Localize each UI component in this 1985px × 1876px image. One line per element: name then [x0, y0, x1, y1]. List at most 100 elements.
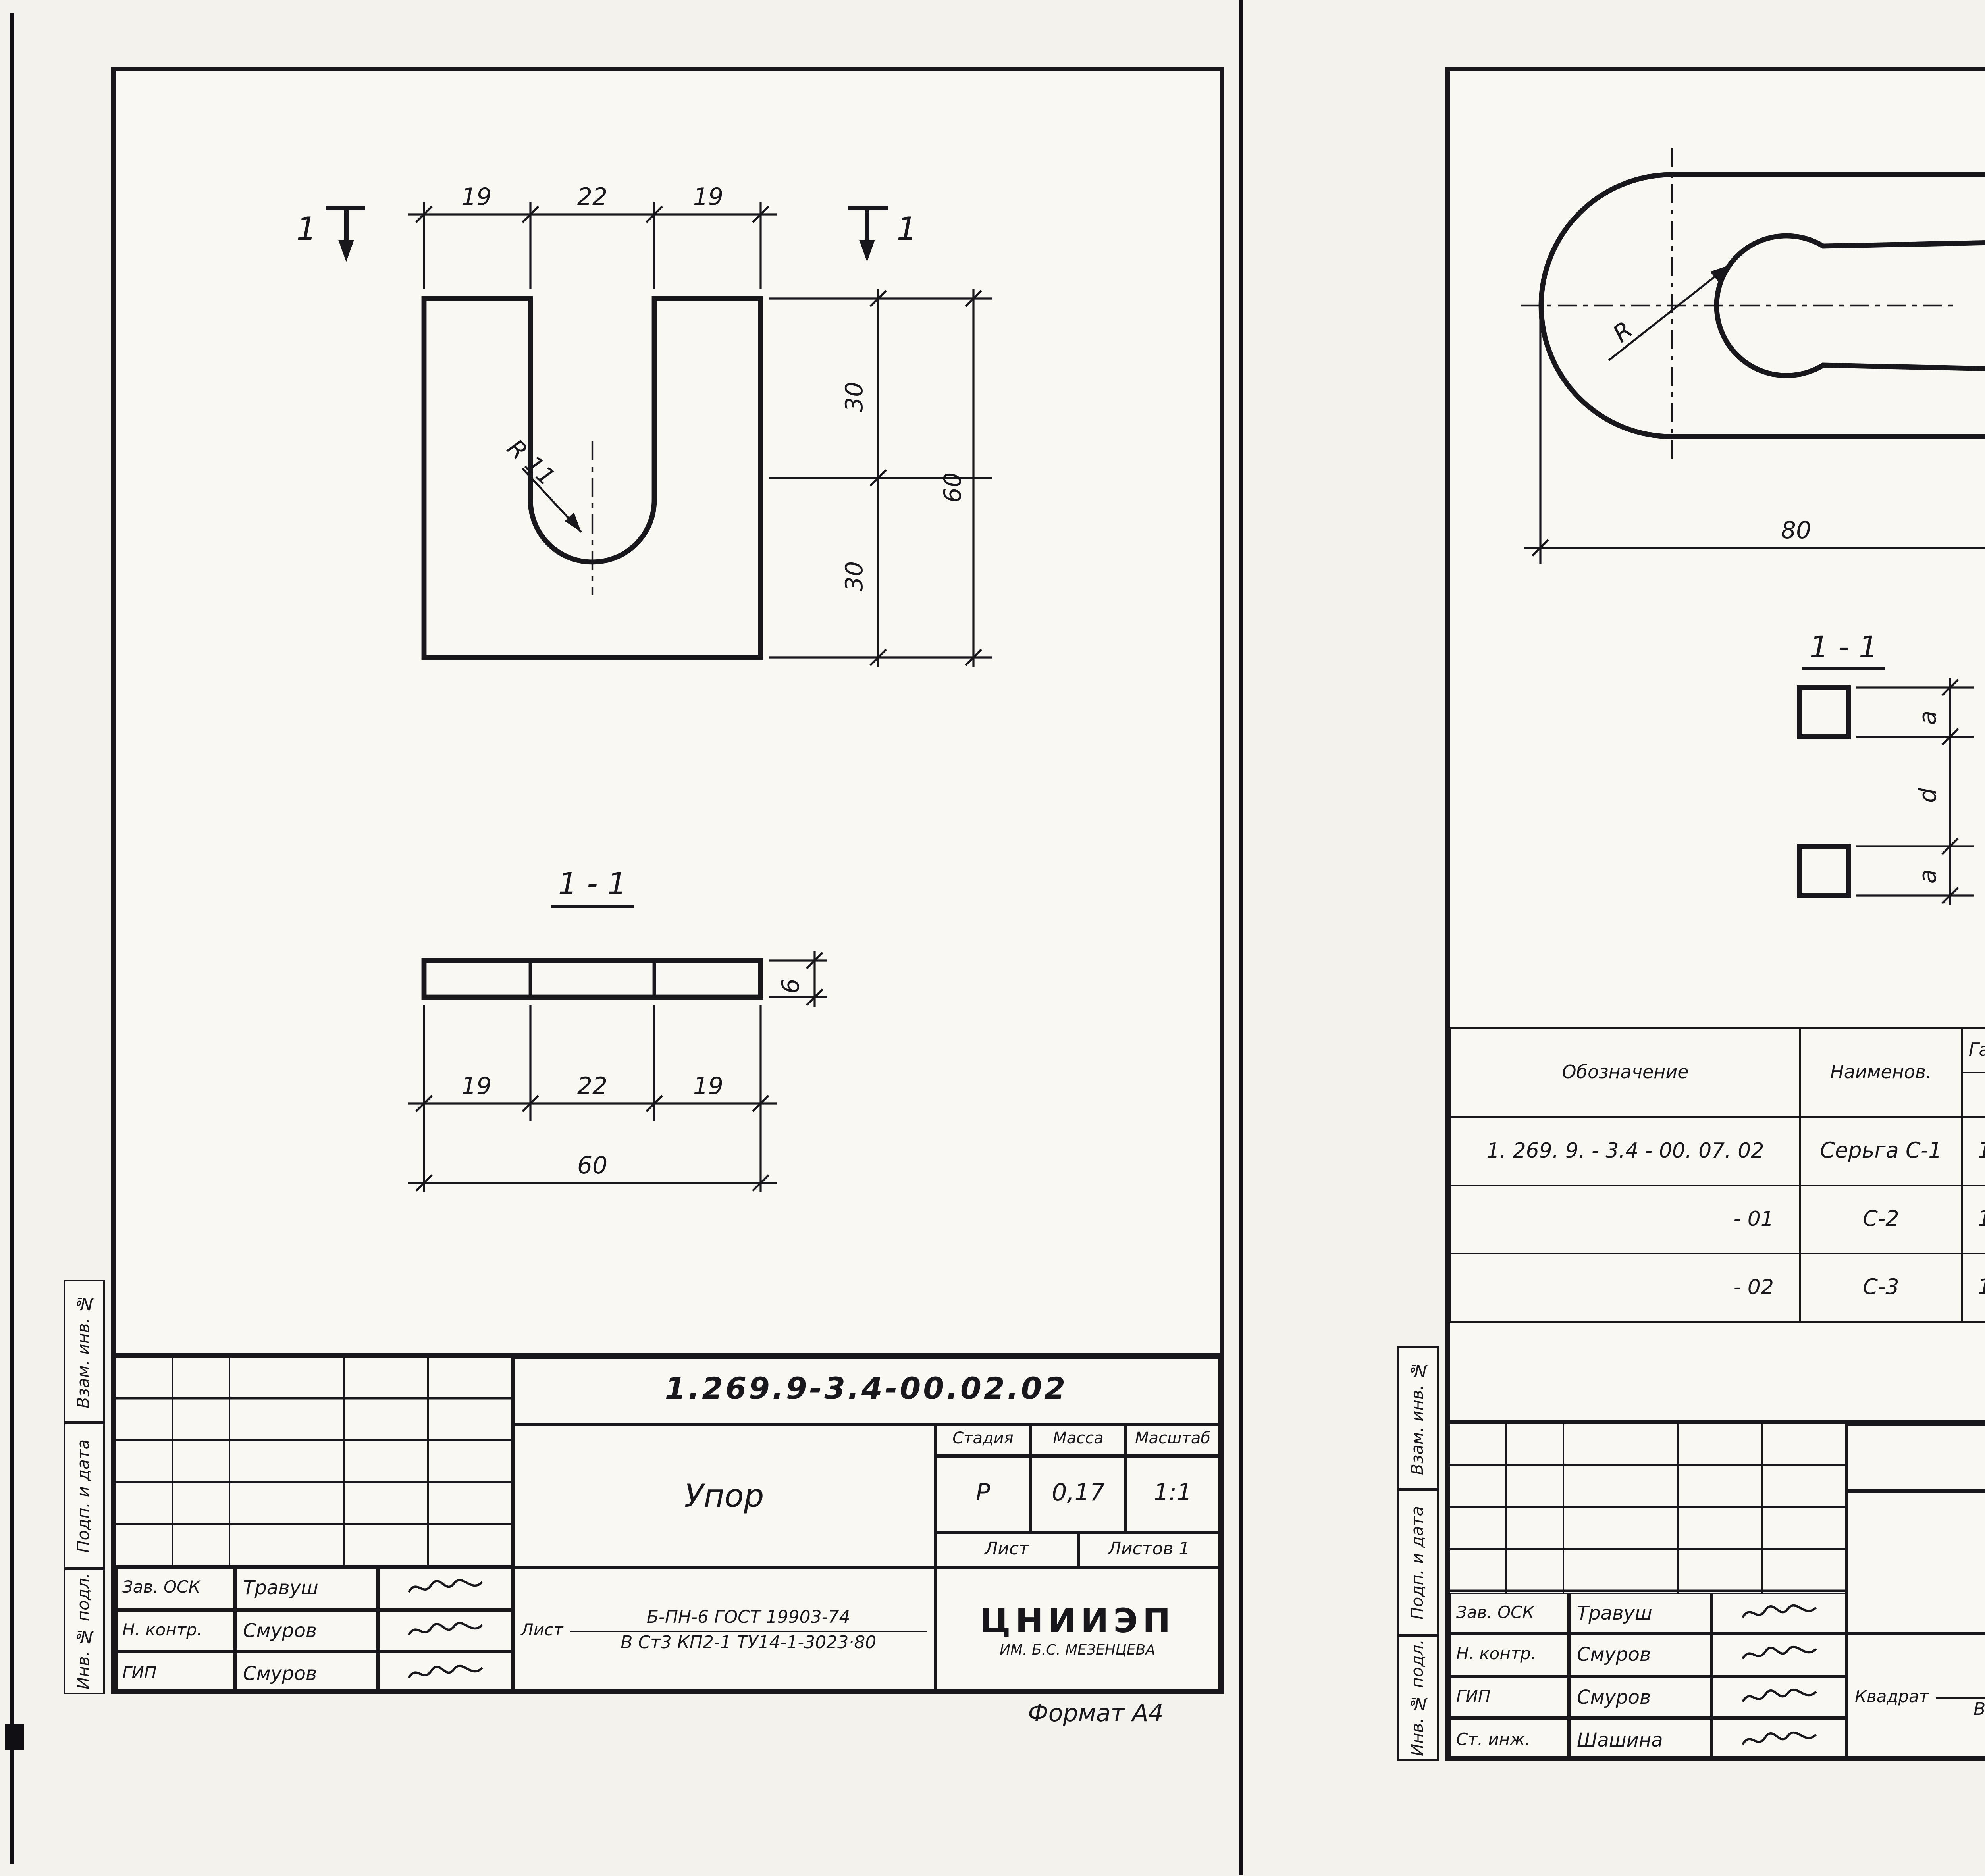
material-bottom: В Ст3 КП2-1 ТУ14-1-3023·80 [1973, 1698, 1985, 1719]
dim-label: 22 [577, 183, 607, 211]
cell-a: 10 [1961, 1116, 1985, 1186]
dim-label: 30 [840, 382, 868, 412]
dim-label: 19 [693, 1072, 723, 1100]
material-bottom: В Ст3 КП2-1 ТУ14-1-3023·80 [621, 1631, 877, 1652]
dim-label: 80 [1781, 516, 1811, 544]
format-label-left: Формат А4 [1028, 1699, 1164, 1728]
sig-name: Смуров [1569, 1676, 1712, 1719]
right-title-block: Зав. ОСК Травуш Н. контр. Смуров ГИП Сму… [1450, 1420, 1985, 1761]
signature-scribble [1712, 1718, 1847, 1761]
left-drawing: 19 22 19 30 30 60 R 11 1 1 1 - 1 6 19 22… [297, 183, 992, 1192]
margin-label-vzam: Взам. инв. № [64, 1280, 105, 1423]
section-view-title: 1 - 1 [558, 866, 626, 901]
margin-label-inv: Инв. № подл. [1397, 1635, 1439, 1761]
parts-row: 1. 269. 9. - 3.4 - 00. 07. 02 Серьга С-1… [1450, 1116, 1985, 1186]
signature-scribble [378, 1652, 513, 1694]
margin-label-inv: Инв. № подл. [64, 1569, 105, 1694]
parts-table: Обозначение Наименов. Габаритные размеры… [1450, 1027, 1985, 1323]
material-spec: Квадрат В ГОСТ 2591-71* В Ст3 КП2-1 ТУ14… [1847, 1634, 1985, 1761]
col-header-dims-group: Габаритные размеры, мм [1961, 1027, 1985, 1073]
parts-row: - 02 С-3 14 22 10,5 300 0,46 [1450, 1253, 1985, 1323]
sig-name: Шашина [1569, 1718, 1712, 1761]
sig-role: Н. контр. [1450, 1634, 1569, 1677]
left-title-block: Зав. ОСК Травуш Н. контр. Смуров ГИП Сму… [116, 1353, 1220, 1694]
material-top: В ГОСТ 2591-71* [1935, 1675, 1985, 1698]
material-spec: Лист Б-ПН-6 ГОСТ 19903-74 В Ст3 КП2-1 ТУ… [513, 1567, 935, 1694]
dim-label: 19 [461, 1072, 491, 1100]
serga-outline [1538, 172, 1985, 439]
dim-label: 22 [577, 1072, 607, 1100]
doc-number: 1.269.9-3.4-00.02.02 [513, 1358, 1220, 1424]
org-subtitle: ИМ. Б.С. МЕЗЕНЦЕВА [1000, 1643, 1155, 1659]
sig-role: Н. контр. [116, 1609, 235, 1652]
scale-value: 1:1 [1126, 1456, 1220, 1532]
sig-role: Зав. ОСК [1450, 1592, 1569, 1634]
sig-role: ГИП [116, 1652, 235, 1694]
section-view-title: 1 - 1 [1810, 629, 1878, 664]
dim-label: 19 [461, 183, 491, 211]
dim-label: d [1914, 788, 1942, 803]
col-header-a: a [1961, 1072, 1985, 1118]
org-name: ЦНИИЭП [979, 1602, 1176, 1640]
section-mark-label: 1 [297, 210, 317, 247]
sig-role: Зав. ОСК [116, 1567, 235, 1610]
right-drawing: R a d a 80 60 1 1 1 - 1 a d a [1521, 148, 1985, 905]
scale-header: Масштаб [1126, 1424, 1220, 1456]
centerlines [1521, 148, 1958, 464]
mass-header: Масса [1031, 1424, 1126, 1456]
stage-header: Стадия [935, 1424, 1031, 1456]
material-top: Б-ПН-6 ГОСТ 19903-74 [569, 1607, 927, 1631]
signature-scribble [1712, 1634, 1847, 1677]
dimension-lines [1524, 264, 1985, 905]
cell-designation: - 02 [1450, 1253, 1801, 1323]
dim-label: a [1914, 711, 1942, 725]
dim-label: 6 [777, 978, 805, 994]
parts-row: - 01 С-2 12 20 8,5 290 0,33 [1450, 1185, 1985, 1254]
radius-label: R [1608, 316, 1638, 348]
cell-name: С-3 [1799, 1253, 1963, 1323]
sig-name: Травуш [1569, 1592, 1712, 1634]
mass-value: 0,17 [1031, 1456, 1126, 1532]
section-mark-label: 1 [897, 210, 917, 247]
material-prefix: Квадрат [1855, 1687, 1929, 1707]
dim-label: 19 [693, 183, 723, 211]
cell-name: С-2 [1799, 1185, 1963, 1254]
sig-role: ГИП [1450, 1676, 1569, 1719]
part-name: Упор [513, 1424, 935, 1567]
cell-a: 12 [1961, 1185, 1985, 1254]
scan-edge-left [10, 13, 14, 1864]
cell-a: 14 [1961, 1253, 1985, 1323]
signature-scribble [1712, 1676, 1847, 1719]
dim-label: 60 [939, 472, 967, 503]
arrowheads [338, 240, 875, 532]
dim-label: 60 [577, 1152, 607, 1179]
margin-label-podp: Подп. и дата [64, 1423, 105, 1569]
scan-blot [5, 1724, 24, 1750]
sig-name: Травуш [235, 1567, 378, 1610]
sig-role: Ст. инж. [1450, 1718, 1569, 1761]
cell-designation: 1. 269. 9. - 3.4 - 00. 07. 02 [1450, 1116, 1801, 1186]
right-sheet: R a d a 80 60 1 1 1 - 1 a d a О [1445, 67, 1985, 1761]
revision-grid [1450, 1424, 1847, 1592]
section-bar-outline [421, 958, 763, 1000]
signature-scribble [378, 1609, 513, 1652]
material-prefix: Лист [521, 1621, 563, 1640]
cell-designation: - 01 [1450, 1185, 1801, 1254]
stage-value: Р [935, 1456, 1031, 1532]
margin-label-podp: Подп. и дата [1397, 1489, 1439, 1635]
signature-table: Зав. ОСК Травуш Н. контр. Смуров ГИП Сму… [116, 1567, 513, 1694]
sheets-label: Листов 1 [1078, 1532, 1220, 1567]
signature-scribble [378, 1567, 513, 1610]
signature-scribble [1712, 1592, 1847, 1634]
arrowheads [1710, 265, 1729, 281]
dimension-lines [408, 202, 992, 1192]
doc-number: 1.269.9-3.4-00.07.02 [1847, 1424, 1985, 1491]
sheet-label: Лист [935, 1532, 1078, 1567]
section-bar-splits [528, 961, 656, 997]
sig-name: Смуров [235, 1609, 378, 1652]
sheet-divider [1239, 0, 1243, 1875]
part-name: Серьга С-1 - С-3 [1847, 1491, 1985, 1634]
dim-label: 30 [840, 561, 868, 591]
org-block: ЦНИИЭП ИМ. Б.С. МЕЗЕНЦЕВА [935, 1567, 1220, 1694]
